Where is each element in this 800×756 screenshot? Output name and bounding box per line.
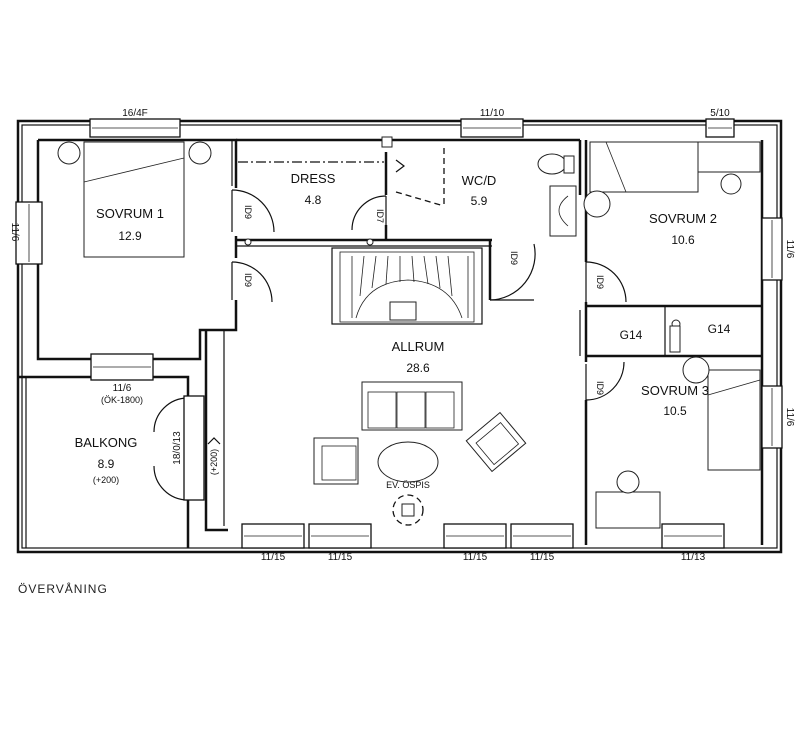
door-labels: ID9 ID9 ID7 ID9 ID9 ID9 — [243, 205, 605, 395]
wardrobe-label: G14 — [620, 328, 643, 342]
room-name: SOVRUM 3 — [641, 383, 709, 398]
room-name: WC/D — [462, 173, 497, 188]
window-label: 11/6 — [784, 408, 795, 427]
door-label: ID9 — [243, 205, 253, 219]
bed — [589, 141, 699, 193]
coffee-table — [377, 441, 439, 483]
dress-furniture — [238, 161, 384, 246]
room-area: 10.5 — [663, 404, 687, 418]
window-label: 11/15 — [328, 552, 353, 563]
door-label: ID9 — [595, 275, 605, 289]
room-area: 8.9 — [98, 457, 115, 471]
wardrobe-label: G14 — [708, 322, 731, 336]
sovrum1-furniture — [57, 141, 212, 258]
sovrum2-furniture — [583, 141, 761, 218]
window-label: 11/6 — [9, 223, 20, 242]
balkong-door — [183, 395, 205, 501]
double-bed — [83, 141, 185, 258]
interior-walls — [18, 138, 764, 548]
washbasin — [549, 185, 577, 237]
room-area: 4.8 — [305, 193, 322, 207]
allrum-furniture — [313, 381, 527, 526]
window-labels: 16/4F 11/10 5/10 11/6 11/6 11/6 11/15 11… — [9, 108, 795, 563]
room-area: 28.6 — [406, 361, 430, 375]
room-area: 12.9 — [118, 229, 142, 243]
stairs — [339, 251, 475, 323]
window-label: 11/15 — [463, 552, 488, 563]
room-note: (+200) — [93, 475, 119, 485]
floor-caption: ÖVERVÅNING — [18, 582, 108, 596]
window-label: 5/10 — [710, 108, 730, 119]
sovrum3-furniture — [595, 319, 761, 529]
window-note: (+200) — [209, 449, 219, 475]
room-area: 5.9 — [471, 194, 488, 208]
armchair — [465, 411, 527, 473]
armchair — [313, 437, 359, 485]
window-note: (ÖK-1800) — [101, 395, 143, 405]
window-label: 11/13 — [681, 552, 706, 563]
bed — [707, 369, 761, 471]
room-labels: SOVRUM 1 12.9 DRESS 4.8 WC/D 5.9 SOVRUM … — [75, 171, 731, 490]
room-name: BALKONG — [75, 435, 138, 450]
stove-marker — [392, 494, 424, 526]
room-name: DRESS — [291, 171, 336, 186]
window-label: 18/0/13 — [172, 431, 183, 465]
room-name: ALLRUM — [392, 339, 445, 354]
door-label: ID9 — [509, 251, 519, 265]
room-name: SOVRUM 1 — [96, 206, 164, 221]
window-label: 11/15 — [530, 552, 555, 563]
sofa — [361, 381, 463, 431]
window-label: 11/6 — [113, 383, 132, 394]
window-label: 11/6 — [784, 240, 795, 259]
toilet — [537, 153, 567, 175]
room-name: SOVRUM 2 — [649, 211, 717, 226]
door-label: ID9 — [243, 273, 253, 287]
window-label: 11/10 — [480, 108, 505, 119]
window-label: 11/15 — [261, 552, 286, 563]
outer-walls — [16, 119, 783, 554]
room-area: 10.6 — [671, 233, 695, 247]
door-label: ID9 — [595, 381, 605, 395]
door-label: ID7 — [375, 209, 385, 223]
nightstand-lamp — [57, 141, 81, 165]
stove-label: EV. ÖSPIS — [386, 480, 430, 490]
desk — [595, 491, 661, 529]
windows — [15, 118, 783, 549]
nightstand-lamp — [188, 141, 212, 165]
window-label: 16/4F — [122, 108, 148, 119]
wc-fixtures — [381, 136, 577, 237]
